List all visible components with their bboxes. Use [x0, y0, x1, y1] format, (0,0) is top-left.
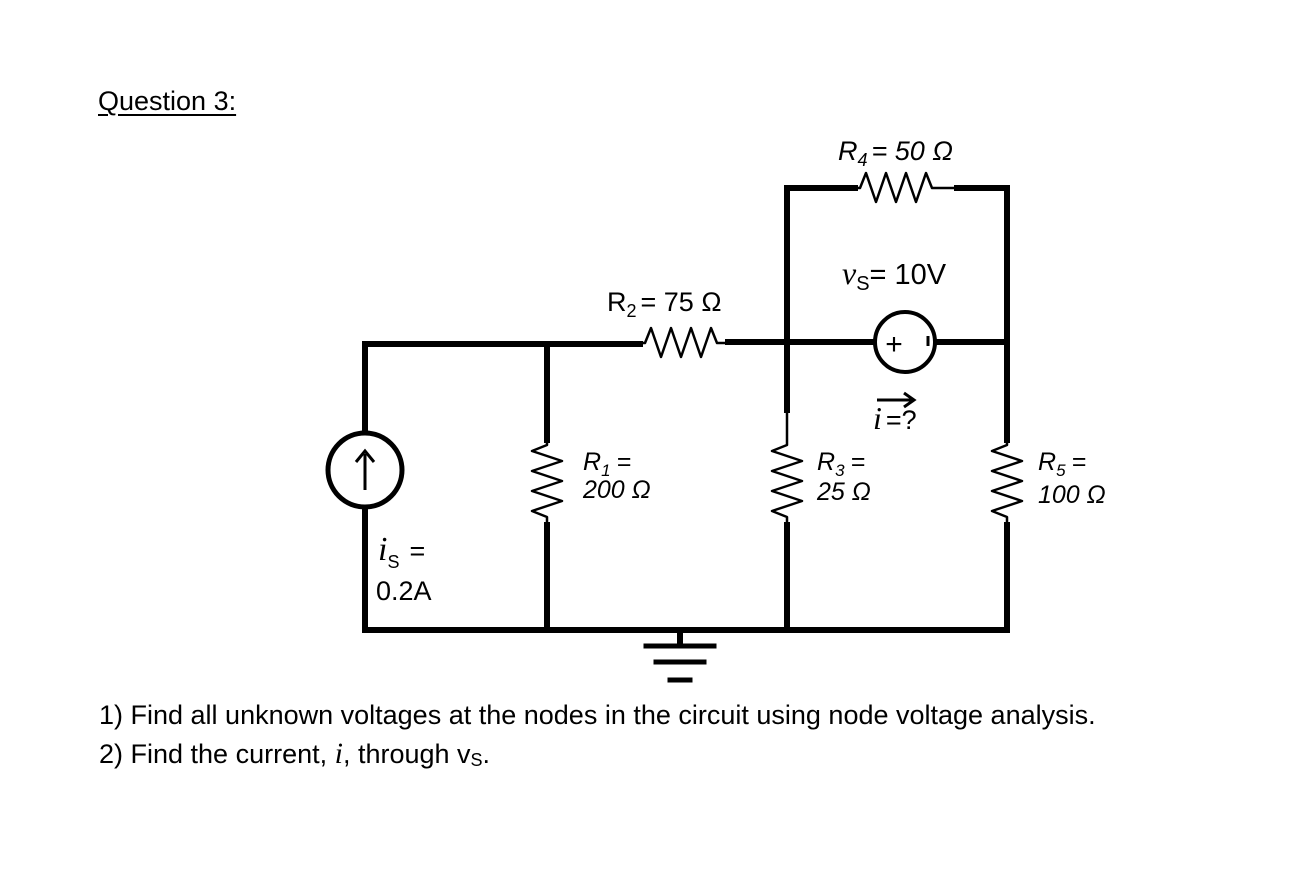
question-2-subscript: S — [470, 750, 483, 770]
vs-label: vS= 10V — [842, 255, 947, 295]
current-i-arrow-icon — [877, 391, 917, 409]
voltage-source-plus: + — [885, 328, 903, 361]
r5-label: R5= — [1038, 448, 1086, 480]
r1-value: 200 Ω — [582, 476, 651, 504]
is-label: iS= — [378, 531, 425, 572]
r3-label: R3= — [817, 448, 865, 480]
resistor-r3-symbol — [770, 410, 804, 525]
resistor-r4-symbol — [855, 171, 957, 204]
question-2-text-c: . — [482, 739, 491, 769]
r5-value: 100 Ω — [1038, 481, 1106, 509]
question-2: 2) Find the current, i, through vS. — [99, 737, 490, 771]
resistor-r5-symbol — [990, 440, 1024, 525]
current-source-arrow-icon — [354, 448, 376, 490]
question-2-text-b: , through v — [342, 739, 471, 769]
i-unknown-label: i=? — [873, 400, 917, 436]
voltage-source-symbol — [873, 310, 937, 374]
is-value: 0.2A — [376, 576, 432, 606]
question-1: 1) Find all unknown voltages at the node… — [99, 700, 1096, 730]
r1-label: R1= — [583, 448, 631, 480]
r2-label: R2= 75 Ω — [607, 287, 722, 321]
resistor-r2-symbol — [640, 326, 728, 359]
r3-value: 25 Ω — [816, 478, 871, 506]
question-2-text-a: 2) Find the current, — [99, 739, 335, 769]
r4-label: R4= 50 Ω — [838, 136, 953, 170]
question-heading: Question 3: — [98, 86, 237, 116]
resistor-r1-symbol — [530, 440, 564, 525]
question-2-variable: i — [334, 737, 343, 770]
